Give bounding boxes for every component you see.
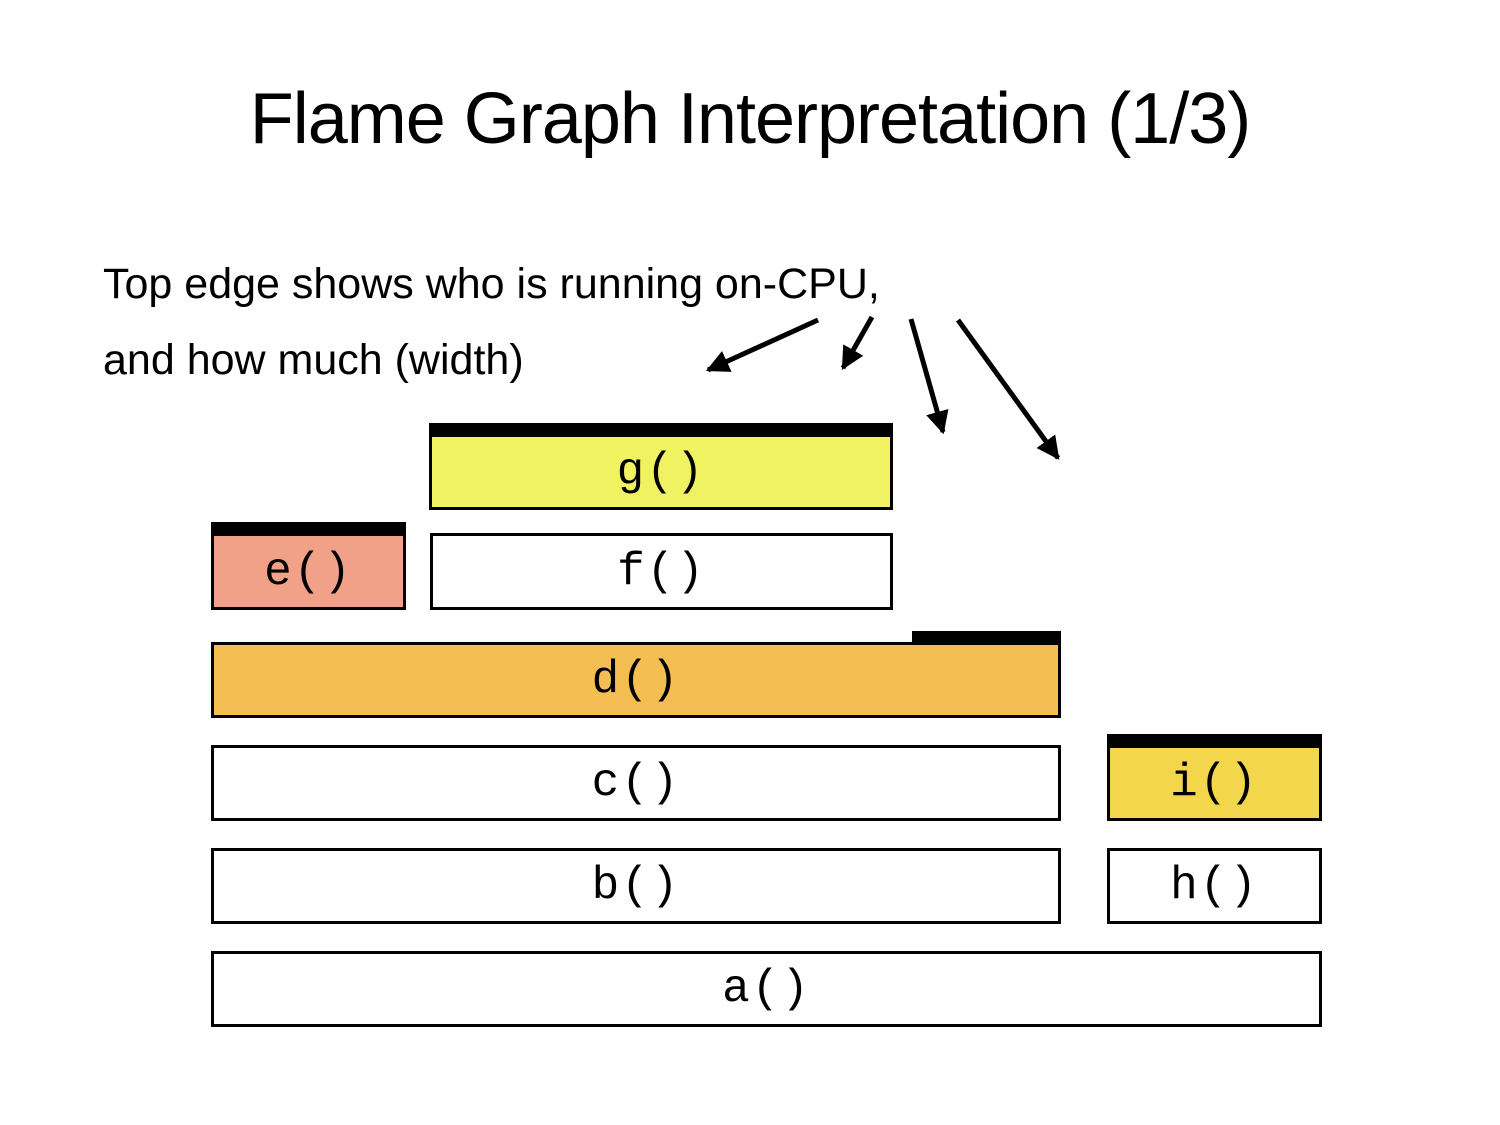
frame-label-b: b()	[591, 860, 681, 912]
top-edge-e	[211, 522, 406, 533]
frame-b: b()	[211, 848, 1061, 924]
frame-h: h()	[1107, 848, 1322, 924]
top-edge-g	[429, 423, 893, 434]
frame-label-c: c()	[591, 757, 681, 809]
caption-line-1: Top edge shows who is running on-CPU,	[103, 260, 880, 308]
top-edge-i	[1107, 734, 1322, 745]
frame-label-e: e()	[264, 545, 353, 598]
top-edge-d	[912, 631, 1061, 642]
slide-title: Flame Graph Interpretation (1/3)	[249, 79, 1251, 159]
frame-label-h: h()	[1170, 860, 1259, 912]
frame-label-g: g()	[616, 446, 706, 498]
frame-g: g()	[429, 434, 893, 510]
caption-line-2: and how much (width)	[103, 336, 524, 384]
frame-a: a()	[211, 951, 1322, 1027]
caption: Top edge shows who is running on-CPU, an…	[103, 246, 880, 398]
frame-label-a: a()	[722, 963, 811, 1015]
frame-c: c()	[211, 745, 1061, 821]
frame-label-d: d()	[591, 654, 681, 706]
frame-e: e()	[211, 533, 406, 610]
frame-label-f: f()	[617, 545, 706, 598]
frame-i: i()	[1107, 745, 1322, 821]
frame-label-i: i()	[1170, 757, 1259, 809]
frame-d: d()	[211, 642, 1061, 718]
frame-f: f()	[430, 533, 893, 610]
